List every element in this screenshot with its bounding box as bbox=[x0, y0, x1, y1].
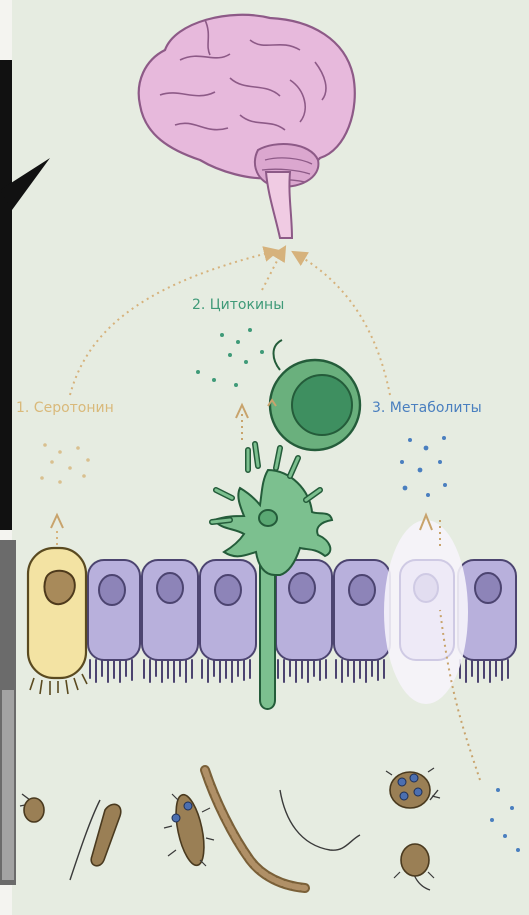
metabolites-label: 3. Метаболиты bbox=[372, 400, 482, 416]
gut-bacteria-icon bbox=[20, 768, 440, 890]
cytokine-pathway-arrow bbox=[262, 252, 282, 290]
cytokines-label: 2. Цитокины bbox=[192, 297, 284, 313]
brain-icon bbox=[139, 15, 355, 238]
cytokine-molecules bbox=[196, 328, 264, 387]
serotonin-molecules bbox=[40, 443, 90, 484]
serotonin-label: 1. Серотонин bbox=[16, 400, 114, 416]
serotonin-pathway-arrow bbox=[70, 252, 272, 395]
enteroendocrine-cell bbox=[28, 515, 87, 695]
background-photo-fragment bbox=[0, 0, 50, 915]
